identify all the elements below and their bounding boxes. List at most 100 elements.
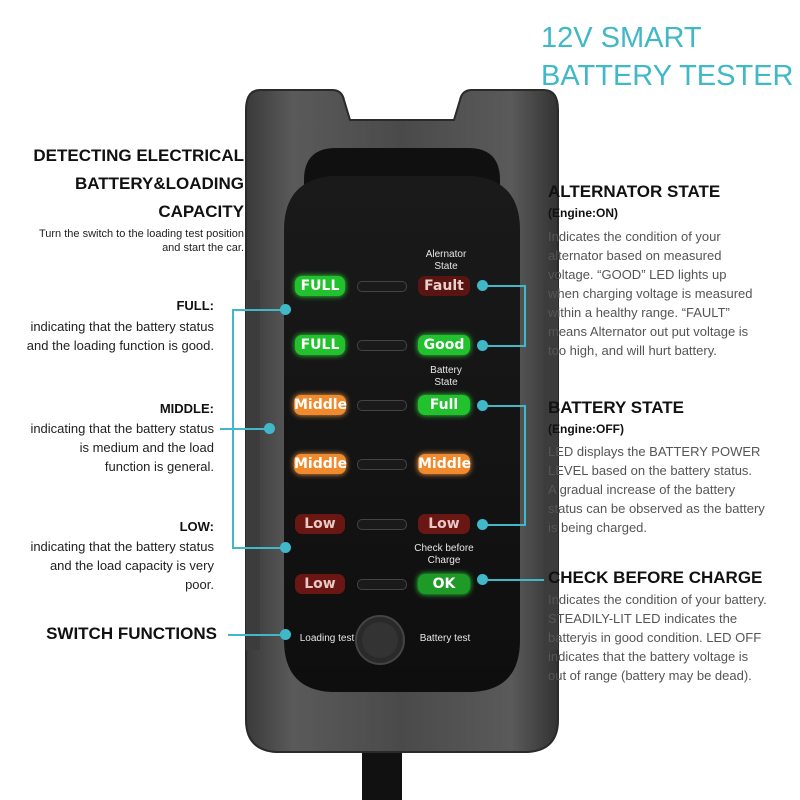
- full-label: FULL:: [176, 298, 214, 313]
- alternator-sub: (Engine:ON): [548, 206, 618, 220]
- segment-5: [357, 519, 407, 530]
- left-bracket-top: [232, 309, 284, 311]
- segment-3: [357, 400, 407, 411]
- alternator-state-line-1: Alernator: [425, 249, 467, 260]
- check-line-2: STEADILY-LIT LED indicates the: [548, 611, 738, 626]
- battery-sub: (Engine:OFF): [548, 422, 624, 436]
- led-left-middle-2: Middle: [294, 454, 348, 474]
- left-note: Turn the switch to the loading test posi…: [0, 227, 244, 255]
- bat-bottom-dot: [477, 519, 488, 530]
- low-desc-line-1: indicating that the battery status: [30, 539, 214, 554]
- check-before-line-2: Charge: [427, 555, 461, 566]
- alt-line-6: means Alternator out put voltage is: [548, 324, 749, 339]
- led-left-low-1: Low: [295, 514, 345, 534]
- bat-top-dot: [477, 400, 488, 411]
- left-heading-line-3: CAPACITY: [158, 202, 244, 221]
- alternator-state-label: Alernator State: [411, 249, 481, 273]
- middle-desc-line-3: function is general.: [104, 459, 214, 474]
- alternator-heading: ALTERNATOR STATE: [548, 182, 721, 201]
- right-grip: [544, 280, 558, 650]
- switch-functions-heading: SWITCH FUNCTIONS: [46, 624, 217, 643]
- battery-description: LED displays the BATTERY POWER LEVEL bas…: [548, 442, 798, 537]
- left-bracket-top-dot: [280, 304, 291, 315]
- led-right-good: Good: [418, 335, 470, 355]
- led-right-full: Full: [418, 395, 470, 415]
- led-left-low-2: Low: [295, 574, 345, 594]
- alt-bottom-dot: [477, 340, 488, 351]
- bat-line-5: is being charged.: [548, 520, 648, 535]
- alternator-description: Indicates the condition of your alternat…: [548, 227, 798, 360]
- led-left-full-1: FULL: [295, 276, 345, 296]
- full-desc-line-1: indicating that the battery status: [30, 319, 214, 334]
- segment-2: [357, 340, 407, 351]
- bat-line-1: LED displays the BATTERY POWER: [548, 444, 761, 459]
- led-left-middle-1: Middle: [294, 395, 348, 415]
- led-left-full-2: FULL: [295, 335, 345, 355]
- led-right-fault: Fault: [418, 276, 470, 296]
- middle-desc-line-2: is medium and the load: [79, 440, 214, 455]
- left-note-line-1: Turn the switch to the loading test posi…: [38, 228, 244, 240]
- full-description: indicating that the battery status and t…: [0, 317, 214, 355]
- check-line-4: indicates that the battery voltage is: [548, 649, 749, 664]
- check-before-charge-label: Check before Charge: [404, 543, 484, 567]
- bat-bracket-top: [484, 405, 526, 407]
- led-right-low: Low: [418, 514, 470, 534]
- battery-state-line-1: Battery: [430, 365, 462, 376]
- full-desc-line-2: and the loading function is good.: [26, 338, 214, 353]
- alt-line-3: voltage. “GOOD” LED lights up: [548, 267, 727, 282]
- led-right-ok: OK: [418, 574, 470, 594]
- alt-line-2: alternator based on measured: [548, 248, 722, 263]
- led-right-middle: Middle: [418, 454, 472, 474]
- bat-line-2: LEVEL based on the battery status.: [548, 463, 753, 478]
- middle-label: MIDDLE:: [159, 401, 214, 416]
- title-line-2: BATTERY TESTER: [541, 60, 794, 92]
- switch-pointer-dot: [280, 629, 291, 640]
- left-grip: [246, 280, 260, 650]
- battery-heading: BATTERY STATE: [548, 398, 684, 417]
- battery-test-label: Battery test: [419, 633, 471, 644]
- left-heading-line-2: BATTERY&LOADING: [74, 174, 244, 193]
- tester-device: [245, 89, 559, 800]
- alt-line-1: Indicates the condition of your: [548, 229, 721, 244]
- left-bracket-bottom: [232, 547, 284, 549]
- low-desc-line-2: and the load capacity is very: [49, 558, 214, 573]
- alt-bracket-top: [484, 285, 526, 287]
- check-line-3: batteryis in good condition. LED OFF: [548, 630, 762, 645]
- check-description: Indicates the condition of your battery.…: [548, 590, 798, 685]
- low-label: LOW:: [179, 519, 214, 534]
- left-bracket-bottom-dot: [280, 542, 291, 553]
- check-before-line-1: Check before: [414, 543, 474, 554]
- bat-line-4: status can be observed as the battery: [548, 501, 765, 516]
- alt-line-4: when charging voltage is measured: [548, 286, 753, 301]
- check-line-1: Indicates the condition of your battery.: [548, 592, 767, 607]
- check-pointer: [484, 579, 544, 581]
- segment-6: [357, 579, 407, 590]
- alt-line-7: too high, and will hurt battery.: [548, 343, 717, 358]
- device-panel: [284, 176, 520, 692]
- alt-bracket-bottom: [484, 345, 526, 347]
- battery-state-label: Battery State: [411, 365, 481, 389]
- alt-bracket-vertical: [524, 285, 526, 347]
- middle-pointer: [220, 428, 268, 430]
- bat-line-3: A gradual increase of the battery: [548, 482, 736, 497]
- low-desc-line-3: poor.: [185, 577, 214, 592]
- check-line-5: out of range (battery may be dead).: [548, 668, 752, 683]
- alternator-state-line-2: State: [434, 261, 458, 272]
- segment-1: [357, 281, 407, 292]
- middle-pointer-dot: [264, 423, 275, 434]
- left-heading-line-1: DETECTING ELECTRICAL: [33, 146, 244, 165]
- switch-knob-inner: [362, 622, 398, 658]
- battery-state-line-2: State: [434, 377, 458, 388]
- alt-top-dot: [477, 280, 488, 291]
- middle-desc-line-1: indicating that the battery status: [30, 421, 214, 436]
- middle-description: indicating that the battery status is me…: [0, 419, 214, 476]
- check-dot: [477, 574, 488, 585]
- loading-test-label: Loading test: [299, 633, 355, 644]
- check-heading: CHECK BEFORE CHARGE: [548, 568, 763, 587]
- alt-line-5: within a healthy range. “FAULT”: [548, 305, 730, 320]
- title-line-1: 12V SMART: [541, 22, 702, 54]
- bat-bracket-bottom: [484, 524, 526, 526]
- bat-bracket-vertical: [524, 405, 526, 526]
- low-description: indicating that the battery status and t…: [0, 537, 214, 594]
